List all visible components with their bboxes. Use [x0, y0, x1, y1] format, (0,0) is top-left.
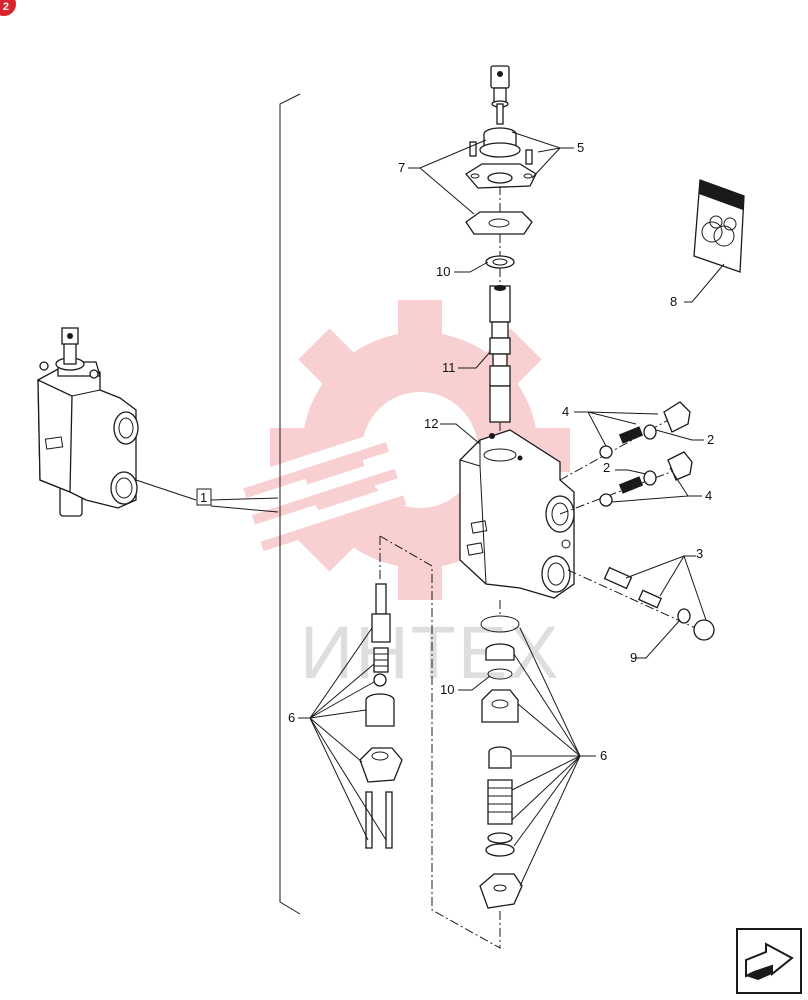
lower-center-stack [379, 535, 523, 949]
watermark-logo: ИНТЕХ [230, 300, 570, 694]
callout-labels: 7 5 10 11 12 8 4 2 2 4 3 9 10 6 6 [288, 140, 714, 763]
next-page-button[interactable] [736, 928, 802, 994]
reference-bracket: 1 [135, 93, 301, 915]
side-plug-assemblies [559, 401, 715, 641]
callout-5: 5 [577, 140, 584, 155]
callout-3: 3 [696, 546, 703, 561]
callout-6-right: 6 [600, 748, 607, 763]
callout-4-upper: 4 [562, 404, 569, 419]
callout-11: 11 [442, 360, 456, 375]
callout-9: 9 [630, 650, 637, 665]
page-badge: 2 [0, 0, 16, 16]
callout-2-upper: 2 [707, 432, 714, 447]
callout-10-bottom: 10 [440, 682, 454, 697]
callout-10-top: 10 [436, 264, 450, 279]
top-cap-assembly [465, 65, 537, 440]
callout-6-left: 6 [288, 710, 295, 725]
assembled-valve-section [37, 327, 139, 517]
seal-kit-bag [693, 179, 745, 273]
callout-1: 1 [200, 490, 207, 505]
arrow-next-icon [745, 942, 794, 980]
callout-7: 7 [398, 160, 405, 175]
main-valve-body [459, 429, 575, 599]
callout-4-lower: 4 [705, 488, 712, 503]
callout-12: 12 [424, 416, 438, 431]
callout-8: 8 [670, 294, 677, 309]
leader-lines [298, 131, 725, 887]
lower-left-stack [359, 536, 403, 849]
callout-2-lower: 2 [603, 460, 610, 475]
watermark-text: ИНТЕХ [300, 611, 561, 694]
